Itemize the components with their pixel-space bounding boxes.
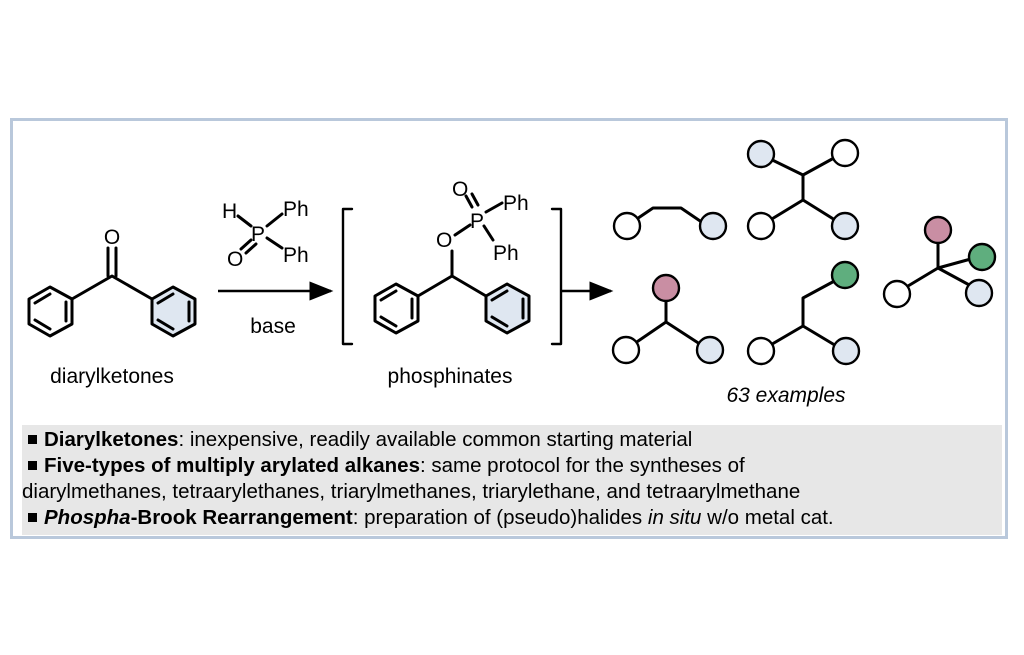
phosphinate-left-ring-double-bonds [379,289,414,328]
reagent-p-ph-top-bond [265,212,284,228]
tetraarylethane-aryl-white-bottom [746,211,776,241]
triarylmethane-aryl-blue [695,335,725,365]
tetraarylethane-bonds [760,151,845,227]
phosphinate-top-oxygen: O [452,178,468,201]
phosphinates-label: phosphinates [388,365,513,388]
reagent-o-atom: O [227,248,243,271]
phosphine-oxide-reagent: H P Ph Ph O [222,198,309,271]
tetraarylmethane-aryl-white [882,279,912,309]
left-bracket [341,207,354,346]
reagent-p-ph-bottom-bond [265,236,284,250]
triarylethane-aryl-white [746,336,776,366]
examples-count-label: 63 examples [726,384,846,407]
bullet-square-icon [28,460,37,470]
phosphinate-p-o-double-bond [464,192,480,209]
tetraarylmethane-aryl-blue [964,278,994,308]
diarylmethane-aryl-white [612,211,642,241]
product-tetraarylethane [746,138,860,241]
triarylmethane-aryl-white [611,335,641,365]
ketone-left-ring-double-bonds [33,292,68,331]
ketone-oxygen-atom: O [104,226,120,249]
triarylethane-bonds [760,276,845,352]
tetraarylethane-aryl-blue-top [746,139,776,169]
phosphinate-p-ph-bottom-bond [482,224,495,242]
phosphinate-right-ring-double-bonds [490,289,525,328]
ketone-right-ring-double-bonds [156,292,191,331]
note-3-bold-italic: Phospha [44,506,131,529]
right-bracket [550,207,563,346]
diarylketones-label: diarylketones [50,365,174,388]
note-1-text: : inexpensive, readily available common … [178,428,693,451]
triarylmethane-bonds [626,293,708,350]
reagent-h-p-bond [236,214,253,228]
ketone-left-ring [27,285,74,338]
note-3-text-before: : preparation of (pseudo)halides [352,506,648,529]
note-diarylketones: Diarylketones: inexpensive, readily avai… [22,427,692,453]
note-2-continuation: diarylmethanes, tetraarylethanes, triary… [22,480,801,503]
reagent-p-o-double-bond [239,238,258,255]
tetraarylmethane-bonds [896,238,980,294]
bullet-square-icon [28,512,37,522]
note-2-text: : same protocol for the syntheses of [419,454,745,477]
diarylmethane-aryl-blue [698,211,728,241]
note-five-types-continuation: diarylmethanes, tetraarylethanes, triary… [22,479,800,505]
base-condition-label: base [250,315,296,338]
triarylethane-aryl-green [830,260,860,290]
phosphinate-p-ph-top-bond [484,201,504,214]
ketone-co-double-bond [106,246,118,278]
triarylethane-aryl-blue [831,336,861,366]
tetraarylethane-aryl-white-top [830,138,860,168]
phosphinate-structure: O P O Ph Ph phosphinates [373,178,531,388]
phosphinate-ph-top: Ph [503,192,529,215]
note-phospha-brook: Phospha-Brook Rearrangement: preparation… [22,505,834,531]
reagent-h-atom: H [222,200,237,223]
summary-notes: Diarylketones: inexpensive, readily avai… [22,425,1002,535]
reagent-ph-bottom: Ph [283,244,309,267]
bullet-square-icon [28,434,37,444]
note-five-types: Five-types of multiply arylated alkanes:… [22,453,745,479]
phosphinate-o-p-bond [453,223,472,237]
note-1-bold: Diarylketones [44,428,179,451]
tetraarylmethane-aryl-pink [923,215,953,245]
product-tetraarylmethane [882,215,997,309]
phosphinate-methine-bonds [416,274,488,298]
diarylmethane-bonds [626,206,708,227]
reagent-ph-top: Ph [283,198,309,221]
diarylketone-structure: O diarylketones [27,226,197,388]
reaction-scheme: O diarylketones H P Ph Ph O base O P O P… [27,138,997,407]
product-diarylmethane [612,206,728,241]
phosphinate-p-atom: P [470,210,484,233]
tetraarylmethane-aryl-green [967,242,997,272]
phosphinate-ph-bottom: Ph [493,242,519,265]
triarylmethane-aryl-pink [651,273,681,303]
product-triarylethane [746,260,861,366]
tetraarylethane-aryl-blue-bottom [830,211,860,241]
note-3-text-after: w/o metal cat. [701,506,834,529]
note-3-bold: -Brook Rearrangement [130,506,353,529]
ketone-carbonyl-bonds [70,274,154,301]
note-3-italic: in situ [647,506,702,529]
reagent-p-atom: P [251,223,265,246]
note-2-bold: Five-types of multiply arylated alkanes [44,454,420,477]
phosphinate-left-ring [373,282,420,335]
product-triarylmethane [611,273,725,365]
phosphinate-link-oxygen: O [436,229,452,252]
